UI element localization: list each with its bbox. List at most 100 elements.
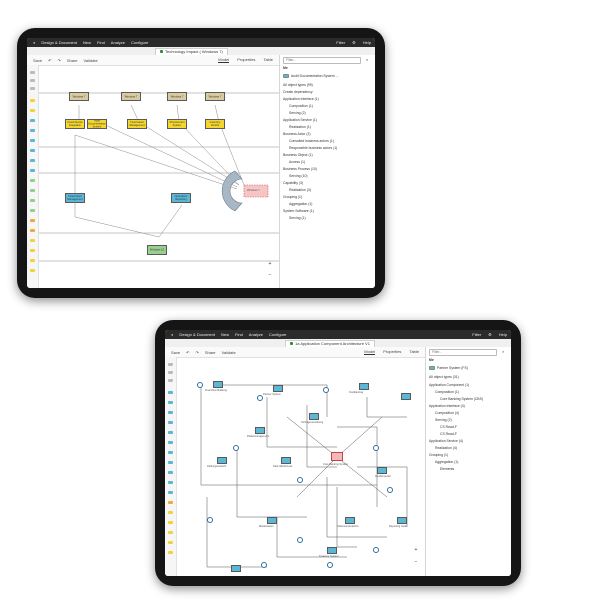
tree-item[interactable]: Application Interface (1) — [283, 97, 319, 101]
interface-node[interactable] — [207, 517, 213, 523]
application-component[interactable] — [377, 467, 387, 474]
filter-button[interactable]: Filter — [472, 332, 482, 337]
share-button[interactable]: Share — [66, 57, 78, 63]
tree-item[interactable]: CS Read-F — [440, 425, 457, 429]
interface-node[interactable] — [261, 562, 267, 568]
palette-item[interactable] — [30, 71, 35, 74]
document-tab[interactable]: 1a Application Component Architecture V1 — [285, 340, 375, 347]
system-software-node[interactable]: Windows 7 — [69, 92, 89, 101]
gear-icon[interactable]: ⚙ — [488, 332, 492, 337]
application-component[interactable] — [213, 381, 223, 388]
interface-node[interactable] — [297, 477, 303, 483]
tab-properties[interactable]: Properties — [237, 57, 256, 62]
tree-item[interactable]: Serving (1) — [289, 216, 306, 220]
technology-node[interactable]: Windows 10 — [147, 245, 167, 255]
interface-node[interactable] — [373, 445, 379, 451]
diagram-canvas[interactable]: Finanzbuchhaltung Partner System Kredita… — [177, 357, 425, 576]
share-button[interactable]: Share — [204, 349, 216, 355]
application-component[interactable] — [231, 565, 241, 572]
tree-item[interactable]: Application Service (1) — [283, 118, 317, 122]
application-component[interactable] — [267, 517, 277, 524]
tree-item[interactable]: Aggregation (1) — [289, 202, 313, 206]
validate-button[interactable]: Validate — [221, 349, 236, 355]
tree-item[interactable]: Access (1) — [289, 160, 306, 164]
tab-properties[interactable]: Properties — [383, 349, 402, 354]
tree-item[interactable]: Application Service (4) — [429, 439, 463, 443]
tree-item[interactable]: Application Interface (4) — [429, 404, 465, 408]
interface-node[interactable] — [233, 445, 239, 451]
menu-design-document[interactable]: Design & Document — [41, 40, 77, 45]
application-component[interactable] — [397, 517, 407, 524]
tab-table[interactable]: Table — [263, 57, 273, 62]
palette-item[interactable] — [168, 541, 173, 544]
analyze-button[interactable]: Analyze — [248, 332, 264, 337]
new-button[interactable]: New — [83, 40, 92, 45]
tab-model[interactable]: Model — [364, 349, 376, 355]
undo-icon[interactable]: ↶ — [48, 57, 52, 63]
tree-item[interactable]: Composition (1) — [435, 390, 459, 394]
palette-item[interactable] — [30, 249, 35, 252]
radial-context-menu[interactable] — [39, 65, 279, 288]
panel-search-input[interactable]: Filter... — [429, 349, 497, 356]
application-component[interactable] — [273, 385, 283, 392]
gear-icon[interactable]: ⚙ — [352, 40, 356, 45]
application-component[interactable] — [327, 547, 337, 554]
application-component[interactable] — [359, 383, 369, 390]
palette-item[interactable] — [168, 371, 173, 374]
palette-item[interactable] — [168, 451, 173, 454]
tree-item[interactable]: Application Component (1) — [429, 383, 470, 387]
tree-item[interactable]: Realization (4) — [435, 446, 457, 450]
application-component[interactable] — [309, 413, 319, 420]
palette-item[interactable] — [30, 259, 35, 262]
selected-element[interactable]: Audit Documentation System ... — [283, 74, 339, 79]
application-component-box[interactable]: Operations Reporting — [171, 193, 191, 203]
palette-item[interactable] — [30, 129, 35, 132]
zoom-out-icon[interactable]: − — [268, 272, 272, 278]
help-button[interactable]: Help — [362, 40, 371, 45]
application-component[interactable] — [345, 517, 355, 524]
tree-item[interactable]: System Software (1) — [283, 209, 314, 213]
palette-item[interactable] — [168, 471, 173, 474]
interface-node[interactable] — [197, 382, 203, 388]
zoom-in-icon[interactable]: + — [268, 261, 272, 267]
system-software-node[interactable]: Windows 7 — [205, 92, 225, 101]
system-software-node[interactable]: Windows 7 — [121, 92, 141, 101]
palette-item[interactable] — [168, 511, 173, 514]
save-button[interactable]: Save — [171, 349, 181, 355]
filter-button[interactable]: Filter — [336, 40, 346, 45]
application-component-box[interactable]: Fixed Asset Management — [65, 193, 85, 203]
object-type-select[interactable]: All object types (31) — [429, 375, 459, 379]
palette-item[interactable] — [30, 169, 35, 172]
palette-item[interactable] — [30, 209, 35, 212]
help-button[interactable]: Help — [498, 332, 507, 337]
panel-close-icon[interactable]: × — [502, 349, 505, 354]
tree-item[interactable]: Composition (1) — [289, 104, 313, 108]
tree-item[interactable]: Business Process (10) — [283, 167, 317, 171]
palette-item[interactable] — [168, 441, 173, 444]
palette-item[interactable] — [30, 99, 35, 102]
redo-icon[interactable]: ↷ — [57, 57, 61, 63]
interface-node[interactable] — [297, 537, 303, 543]
analyze-button[interactable]: Analyze — [110, 40, 126, 45]
tree-item[interactable]: Business Object (1) — [283, 153, 313, 157]
palette-item[interactable] — [30, 109, 35, 112]
palette-item[interactable] — [30, 79, 35, 82]
tree-item[interactable]: Business Actor (2) — [283, 132, 311, 136]
application-component[interactable] — [401, 393, 411, 400]
palette-item[interactable] — [168, 391, 173, 394]
redo-icon[interactable]: ↷ — [195, 349, 199, 355]
application-component-highlighted[interactable] — [331, 452, 343, 461]
interface-node[interactable] — [257, 395, 263, 401]
tree-item[interactable]: Grouping (1) — [283, 195, 303, 199]
application-component-box[interactable]: Fixed Device Integration — [65, 119, 85, 129]
palette-item[interactable] — [168, 401, 173, 404]
tree-item[interactable]: Capability (3) — [283, 181, 303, 185]
interface-node[interactable] — [387, 487, 393, 493]
interface-node[interactable] — [327, 562, 333, 568]
palette-item[interactable] — [30, 179, 35, 182]
tab-model[interactable]: Model — [218, 57, 230, 63]
palette-item[interactable] — [168, 431, 173, 434]
application-component-box[interactable]: Procurement System — [167, 119, 187, 129]
tree-item[interactable]: CS Read-F — [440, 432, 457, 436]
palette-item[interactable] — [30, 149, 35, 152]
